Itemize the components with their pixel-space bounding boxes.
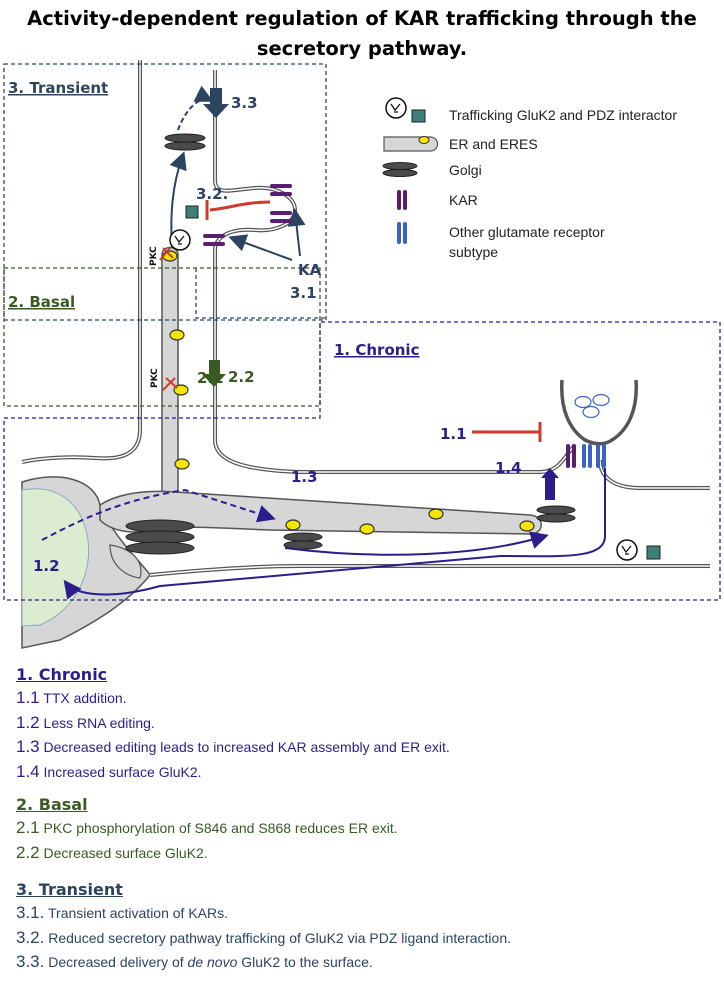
arrow-to-golgi-right [284,531,549,556]
legend-label: KAR [449,192,478,208]
section-item: 1.4 Increased surface GluK2. [16,761,202,781]
er-vertical [161,246,179,496]
dendrite-membrane-top-inner [21,60,141,463]
er-horizontal [99,490,542,535]
pkc-inhibit-top [159,247,174,261]
presynaptic-terminal [560,379,638,446]
eres-dot [519,520,535,532]
label-32: 3.2. [196,185,228,203]
section-item: 2.1 PKC phosphorylation of S846 and S868… [16,818,398,837]
golgi-right [536,505,576,523]
section-item: 2.2 Decreased surface GluK2. [16,842,208,862]
section-heading: 2. Basal [16,795,88,814]
eres-dot [285,519,301,531]
synaptic-receptors [566,444,606,468]
basal-box [3,267,321,407]
label-ka: KA [298,261,322,279]
axon-membrane-inner [599,459,710,489]
label-22: 2.2 [228,368,255,386]
legend-label: subtype [449,244,498,260]
block-arrow-33 [203,88,229,118]
kar-icon [397,190,407,210]
transient-box-label: 3. Transient [8,79,108,97]
dendrite-membrane-top [21,60,142,464]
dashed-arrow-33 [177,85,214,131]
section-item: 3.1. Transient activation of KARs. [16,903,229,922]
lower-membrane [149,564,710,577]
section-item: 3.2. Reduced secretory pathway trafficki… [16,927,512,947]
dendrite-right-membrane [213,70,577,474]
gluk2-pdz-interactor-icon [385,97,426,123]
solid-arrow-chronic [63,468,606,600]
gluk2-pdz-interactor-icon [169,205,199,251]
pkc-label-basal: PKC [150,368,160,388]
section-item: 1.3 Decreased editing leads to increased… [16,737,450,756]
section-item: 1.2 Less RNA editing. [16,712,155,732]
legend-label: ER and ERES [449,136,538,152]
dendrite-right-membrane-inner [214,70,576,473]
section-heading: 1. Chronic [16,665,108,684]
eres-dot [428,508,444,520]
label-31: 3.1 [290,284,317,302]
chronic-box-label: 1. Chronic [334,341,419,359]
basal-box-label: 2. Basal [8,293,75,311]
label-14: 1.4 [495,459,522,477]
block-arrow-14 [541,468,559,500]
label-11: 1.1 [440,425,467,443]
section-item: 1.1 TTX addition. [16,688,127,707]
eres-dot [173,384,189,396]
legend-label: Golgi [449,162,482,178]
gluk2-pdz-interactor-icon [616,539,661,561]
ka-arrow-left [228,234,293,261]
chronic-section: 1. Chronic 1.1 TTX addition. 1.2 Less RN… [16,664,716,784]
eres-dot [169,329,185,341]
block-arrow-22 [202,360,226,387]
basal-section: 2. Basal 2.1 PKC phosphorylation of S846… [16,794,716,865]
dashed-arrow-chronic [41,488,276,541]
er-branch [109,544,142,579]
eres-dot [359,523,375,535]
section-legend: 1. Chronic 1.1 TTX addition. 1.2 Less RN… [16,664,716,975]
synaptic-vesicle [592,393,610,407]
label-33: 3.3 [231,94,258,112]
section-heading: 3. Transient [16,880,123,899]
chronic-box [3,321,721,601]
golgi-icon [382,162,418,177]
inhibit-32 [209,200,271,212]
other-receptor-icon [397,222,407,244]
pkc-label-top: PKC [149,246,159,266]
transient-box-inner [195,268,326,319]
figure-title: Activity-dependent regulation of KAR tra… [27,7,697,60]
label-21: 2.1 [197,369,224,387]
transient-box [3,63,327,321]
label-12: 1.2 [33,557,60,575]
ka-arrow-up [287,208,306,257]
eres-dot [174,458,190,470]
synaptic-vesicle [574,395,592,409]
pkc-inhibit-basal [162,377,178,391]
lower-membrane-inner [149,565,710,576]
synaptic-vesicle [582,405,600,419]
er-eres-icon [383,136,439,152]
golgi-top [164,133,206,151]
kar-receptors-spine [203,184,292,246]
legend-label: Trafficking GluK2 and PDZ interactor [449,107,677,123]
section-item: 3.3. Decreased delivery of de novo GluK2… [16,952,373,971]
label-13: 1.3 [291,468,318,486]
legend-label: Other glutamate receptor [449,224,605,240]
transient-section: 3. Transient 3.1. Transient activation o… [16,879,716,975]
trafficking-diagram: 3. Transient 2. Basal 1. Chronic PKC PKC [3,60,721,649]
golgi-small [283,532,323,550]
golgi-main [125,519,195,555]
